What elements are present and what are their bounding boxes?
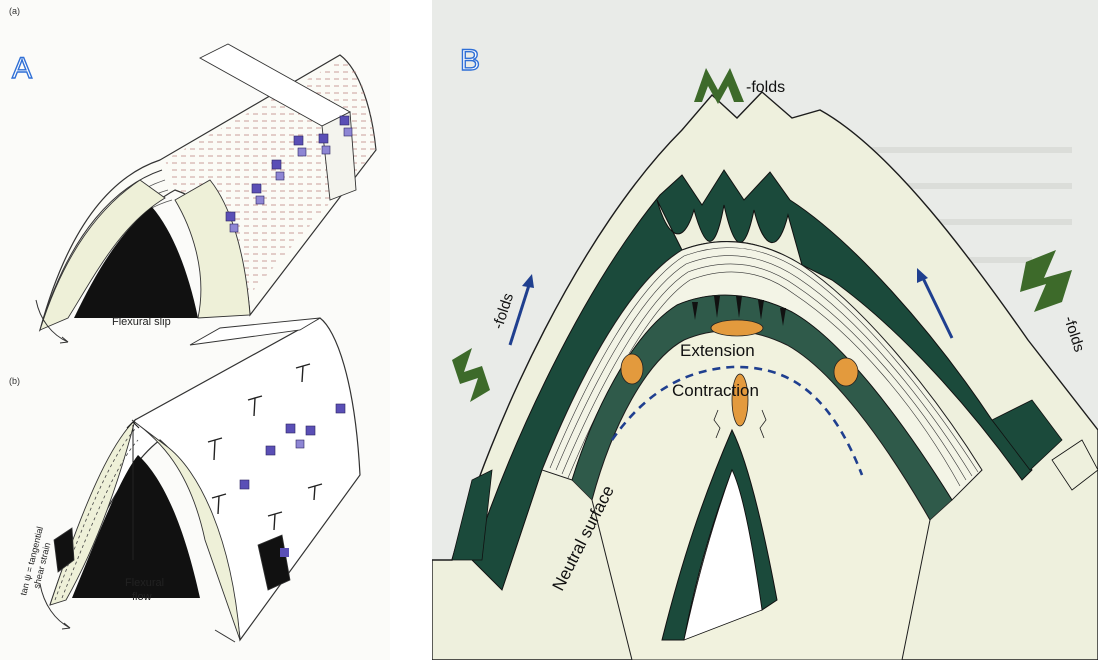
flexural-diagrams: (a) A xyxy=(0,0,390,660)
subfigure-a-tag: (a) xyxy=(9,6,20,16)
z-folds-label: -folds xyxy=(452,291,517,402)
extension-label: Extension xyxy=(680,341,755,360)
contraction-label: Contraction xyxy=(672,381,759,400)
flexural-slip-caption: Flexural slip xyxy=(112,316,171,328)
panel-b: B xyxy=(432,0,1098,660)
fold-cross-section: B xyxy=(432,0,1098,660)
flexural-flow-caption-line1: Flexural xyxy=(125,577,164,589)
panel-letter-a: A xyxy=(12,52,32,85)
outer-fold-layers xyxy=(432,92,1098,660)
flexural-slip-fold xyxy=(36,44,376,343)
s-folds-label: -folds xyxy=(1020,250,1088,354)
flexural-flow-fold xyxy=(40,318,360,642)
m-folds-text: -folds xyxy=(746,79,785,96)
flexural-flow-caption-line2: flow xyxy=(132,591,152,603)
s-folds-text: -folds xyxy=(1060,314,1088,354)
panel-a: (a) A xyxy=(0,0,390,660)
subfigure-b-tag: (b) xyxy=(9,376,20,386)
m-folds-label: -folds xyxy=(694,68,785,104)
z-folds-text: -folds xyxy=(490,291,518,331)
panel-letter-b: B xyxy=(460,44,480,77)
